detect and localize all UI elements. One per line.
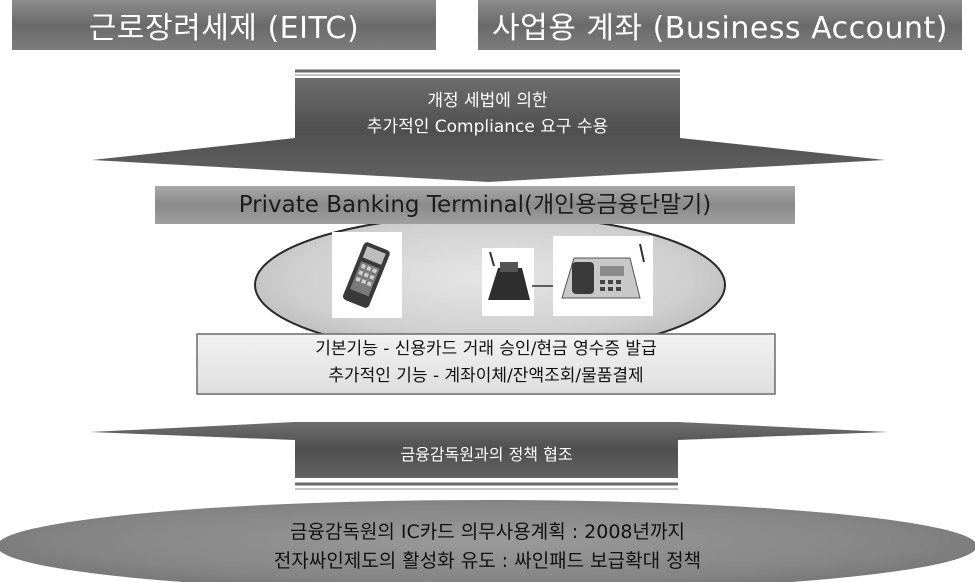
business-account-label: 사업용 계좌 (Business Account) (492, 11, 948, 46)
policy-signpad: 전자싸인제도의 활성화 유도 : 싸인패드 보급확대 정책 (273, 550, 702, 572)
features-box (196, 333, 776, 395)
terminal-bar (155, 186, 795, 224)
features-additional: 추가적인 기능 - 계좌이체/잔액조회/물품결제 (328, 366, 644, 386)
features-text: 기본기능 - 신용카드 거래 승인/현금 영수증 발급 추가적인 기능 - 계좌… (197, 336, 775, 390)
policy-ic-card: 금융감독원의 IC카드 의무사용계획 : 2008년까지 (290, 521, 685, 543)
compliance-text: 개정 세법에 의한 추가적인 Compliance 요구 수용 (295, 88, 680, 140)
business-account-box: 사업용 계좌 (Business Account) (478, 0, 962, 50)
compliance-line2: 추가적인 Compliance 요구 수용 (366, 117, 609, 137)
terminal-bar-label: Private Banking Terminal(개인용금융단말기) (238, 192, 712, 218)
compliance-arrow-shape (92, 69, 885, 182)
cooperation-label: 금융감독원과의 정책 협조 (400, 445, 573, 464)
eitc-box: 근로장려세제 (EITC) (12, 0, 436, 50)
policy-ellipse (0, 500, 975, 582)
policy-text: 금융감독원의 IC카드 의무사용계획 : 2008년까지 전자싸인제도의 활성화… (120, 518, 855, 576)
cooperation-shape (90, 422, 888, 490)
compliance-line1: 개정 세법에 의한 (427, 91, 548, 111)
desk-phone-terminal-image (553, 236, 653, 316)
features-basic: 기본기능 - 신용카드 거래 승인/현금 영수증 발급 (315, 339, 657, 359)
handheld-terminal-image (332, 232, 402, 318)
card-reader-image (482, 248, 534, 316)
eitc-label: 근로장려세제 (EITC) (88, 11, 360, 46)
